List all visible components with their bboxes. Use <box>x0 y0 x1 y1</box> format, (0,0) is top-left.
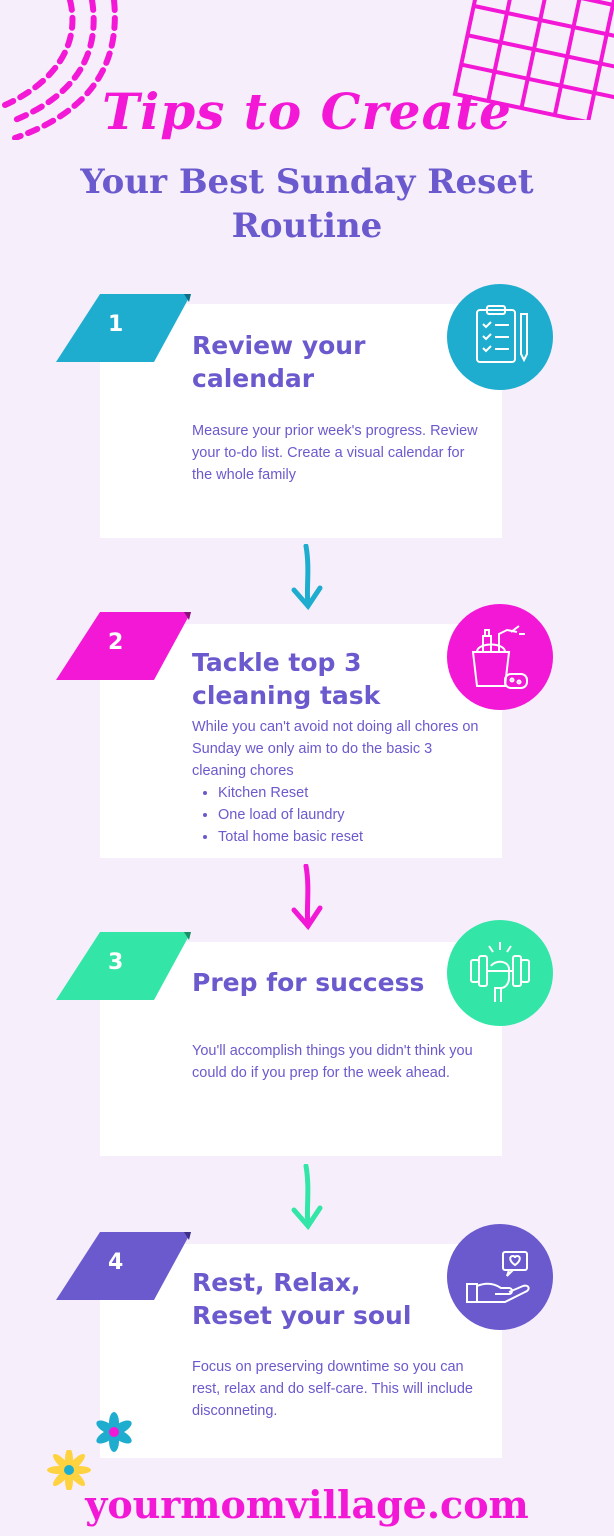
list-item: Kitchen Reset <box>218 782 482 804</box>
step-body: Measure your prior week's progress. Revi… <box>192 423 478 483</box>
step-description: While you can't avoid not doing all chor… <box>192 719 479 779</box>
list-item: One load of laundry <box>218 804 482 826</box>
arrow-down-icon <box>291 1164 323 1231</box>
cleaning-supplies-icon <box>447 604 553 710</box>
step-number-tab-1: 1 <box>56 294 196 362</box>
dashed-arcs-decoration <box>2 0 118 140</box>
step-card-2: Tackle top 3 cleaning task While you can… <box>100 624 502 858</box>
script-title: Tips to Create <box>102 82 512 141</box>
step-title: Review your calendar <box>192 331 366 393</box>
step-title: Rest, Relax, Reset your soul <box>192 1268 412 1330</box>
step-number-tab-2: 2 <box>56 612 196 680</box>
flower-decoration <box>96 1412 132 1452</box>
step-number-tab-4: 4 <box>56 1232 196 1300</box>
step-number: 1 <box>108 312 124 337</box>
step-body: Focus on preserving downtime so you can … <box>192 1359 473 1419</box>
arrow-down-icon <box>291 864 323 931</box>
dumbbell-hand-icon <box>447 920 553 1026</box>
step-card-1: Review your calendar Measure your prior … <box>100 304 502 538</box>
cleaning-list: Kitchen Reset One load of laundry Total … <box>192 782 482 848</box>
list-item: Total home basic reset <box>218 826 482 848</box>
step-body: You'll accomplish things you didn't thin… <box>192 1043 473 1081</box>
site-footer-link[interactable]: yourmomvillage.com <box>85 1482 529 1527</box>
step-title: Tackle top 3 cleaning task <box>192 648 381 710</box>
clipboard-checklist-icon <box>447 284 553 390</box>
step-card-3: Prep for success You'll accomplish thing… <box>100 942 502 1156</box>
arrow-down-icon <box>291 544 323 611</box>
page-title: Your Best Sunday Reset Routine <box>80 162 534 246</box>
step-number-tab-3: 3 <box>56 932 196 1000</box>
flower-decoration <box>47 1450 91 1490</box>
step-card-4: Rest, Relax, Reset your soul Focus on pr… <box>100 1244 502 1458</box>
step-number: 3 <box>108 950 124 975</box>
step-number: 2 <box>108 630 124 655</box>
step-title: Prep for success <box>192 968 425 997</box>
step-body: While you can't avoid not doing all chor… <box>192 716 482 848</box>
heart-hand-icon <box>447 1224 553 1330</box>
step-number: 4 <box>108 1250 124 1275</box>
grid-decoration <box>452 0 614 120</box>
